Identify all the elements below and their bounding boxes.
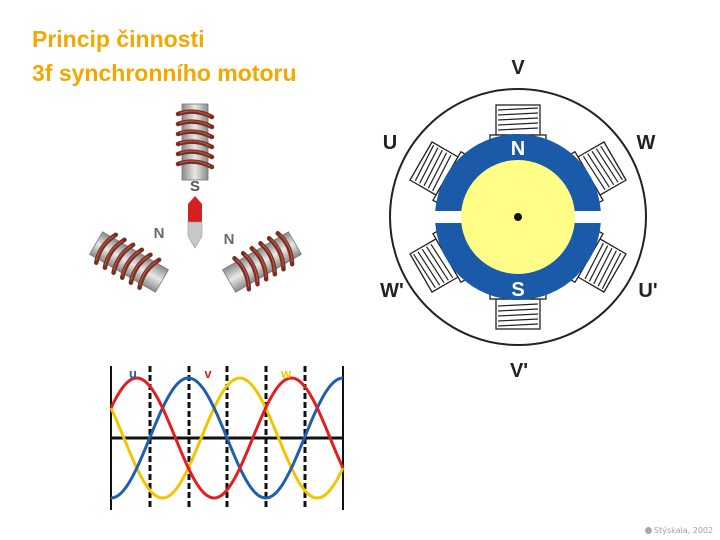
rotor-needle: [187, 196, 203, 249]
label-u-prime: U': [638, 280, 657, 302]
pole-left-label: N: [154, 225, 165, 242]
label-w: W: [637, 132, 656, 154]
rotor-south-label: S: [511, 279, 524, 301]
wave-w-curve: [109, 376, 345, 500]
wave-v-label: v: [204, 366, 212, 381]
footer-text: Stýskala, 2002: [654, 526, 714, 535]
pole-right-label: N: [224, 231, 235, 248]
footer-credit: Stýskala, 2002: [645, 526, 713, 535]
pole-top-label: S: [190, 178, 200, 195]
wave-v-curve: [109, 376, 345, 500]
rotor-axis: [514, 213, 522, 221]
wave-u-label: u: [129, 366, 137, 381]
label-v: V: [511, 57, 525, 79]
wave-w-label: w: [280, 366, 292, 381]
label-u: U: [383, 132, 397, 154]
rotor-north-label: N: [511, 138, 525, 160]
label-v-prime: V': [510, 360, 528, 382]
slide-title: Princip činnosti 3f synchronního motoru: [32, 22, 297, 90]
wave-u-curve: [110, 376, 344, 500]
footer-logo-icon: [645, 527, 652, 534]
label-w-prime: W': [380, 280, 404, 302]
title-line-1: Princip činnosti: [32, 26, 205, 52]
title-line-2: 3f synchronního motoru: [32, 60, 297, 86]
